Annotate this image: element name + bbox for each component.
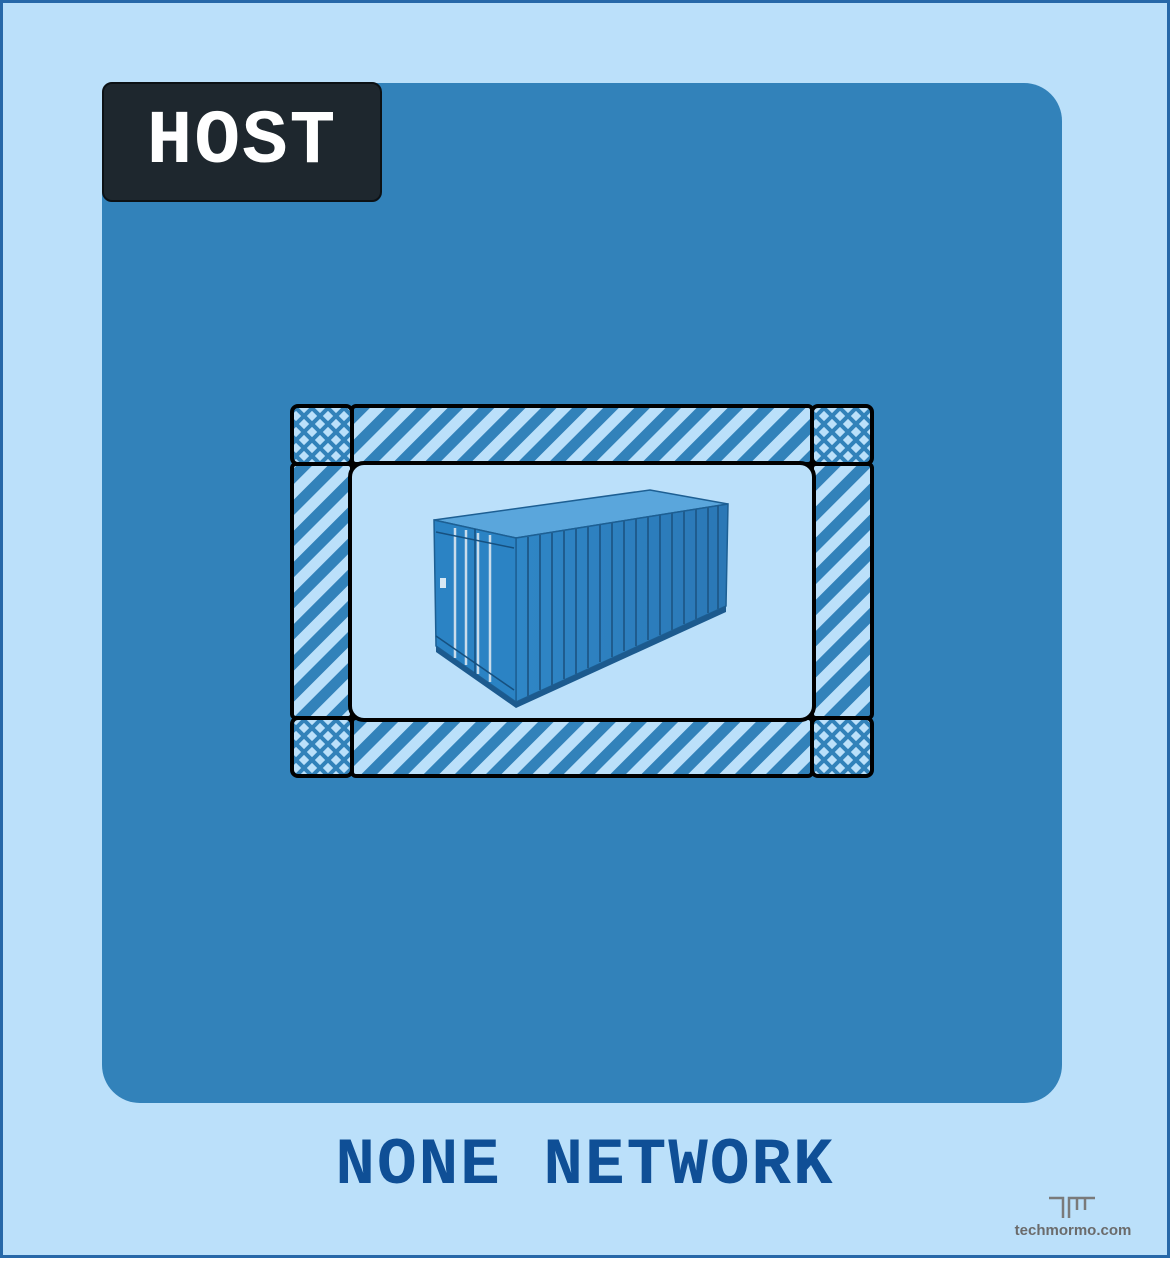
host-label: HOST — [102, 82, 382, 202]
corner-bottom-right — [810, 716, 874, 778]
corner-top-left — [290, 404, 354, 466]
top-bar — [350, 404, 814, 466]
techmormo-logo-icon — [1049, 1196, 1095, 1218]
left-bar — [290, 462, 354, 720]
bottom-bar — [350, 716, 814, 778]
footer-title: NONE NETWORK — [335, 1128, 835, 1203]
brand[interactable]: techmormo.com — [1000, 1196, 1146, 1239]
corner-bottom-left — [290, 716, 354, 778]
right-bar — [810, 462, 874, 720]
corner-top-right — [810, 404, 874, 466]
brand-name: techmormo.com — [1014, 1222, 1132, 1239]
shipping-container-icon — [433, 489, 729, 708]
